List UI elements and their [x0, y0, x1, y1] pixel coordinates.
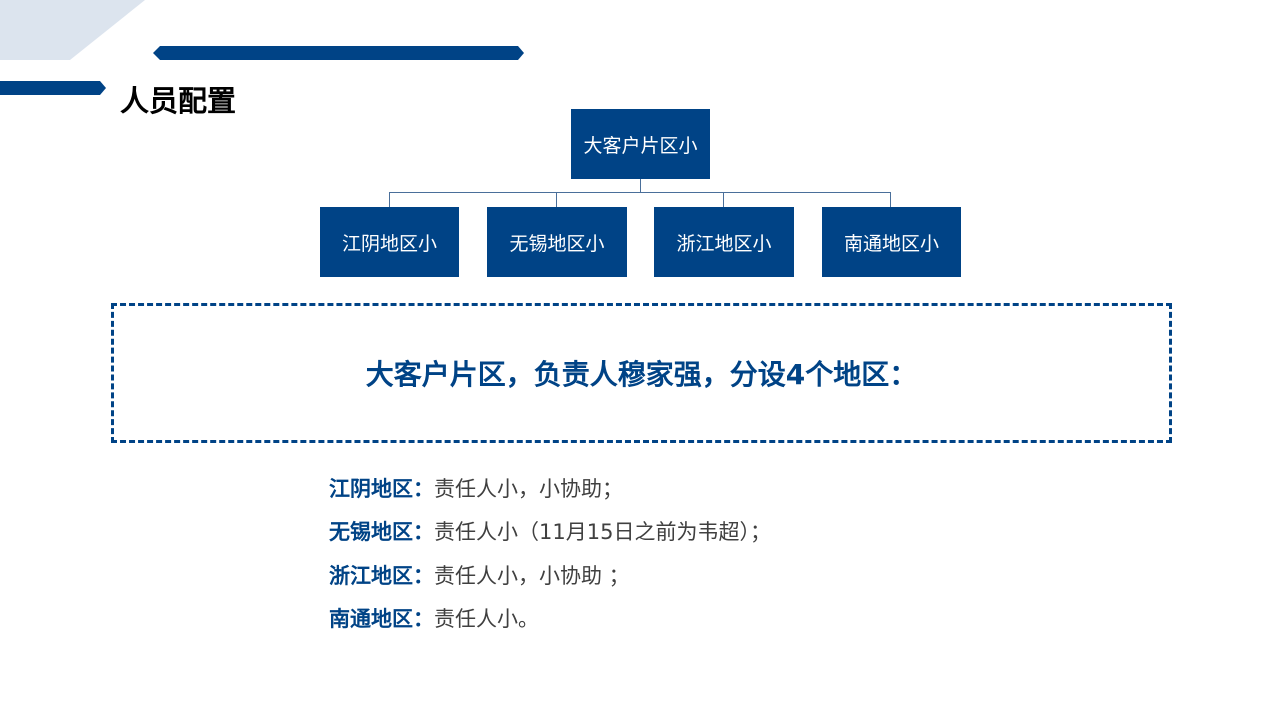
- connector: [389, 192, 390, 207]
- region-label: 南通地区：: [329, 607, 434, 631]
- connector: [723, 192, 724, 207]
- summary-text: 大客户片区，负责人穆家强，分设4个地区：: [365, 358, 918, 391]
- connector: [640, 179, 641, 193]
- region-label: 江阴地区：: [329, 477, 434, 501]
- summary-box: 大客户片区，负责人穆家强，分设4个地区：: [111, 303, 1172, 443]
- org-root-box: 大客户片区小: [571, 109, 710, 179]
- org-child-box: 浙江地区小: [654, 207, 794, 277]
- detail-text: 责任人小。: [434, 607, 539, 631]
- detail-text: 责任人小，小协助 ；: [434, 564, 630, 588]
- detail-text: 责任人小（11月15日之前为韦超）；: [434, 520, 771, 544]
- detail-row: 无锡地区：责任人小（11月15日之前为韦超）；: [329, 516, 771, 546]
- region-label: 浙江地区：: [329, 564, 434, 588]
- connector: [389, 192, 891, 193]
- detail-text: 责任人小，小协助；: [434, 477, 623, 501]
- org-child-box: 南通地区小: [822, 207, 961, 277]
- org-child-box: 无锡地区小: [487, 207, 627, 277]
- header-decoration: [0, 0, 524, 95]
- region-label: 无锡地区：: [329, 520, 434, 544]
- org-child-box: 江阴地区小: [320, 207, 459, 277]
- detail-row: 南通地区：责任人小。: [329, 603, 539, 633]
- detail-row: 浙江地区：责任人小，小协助 ；: [329, 560, 630, 590]
- detail-row: 江阴地区：责任人小，小协助；: [329, 473, 623, 503]
- connector: [556, 192, 557, 207]
- connector: [890, 192, 891, 207]
- page-title: 人员配置: [120, 84, 237, 118]
